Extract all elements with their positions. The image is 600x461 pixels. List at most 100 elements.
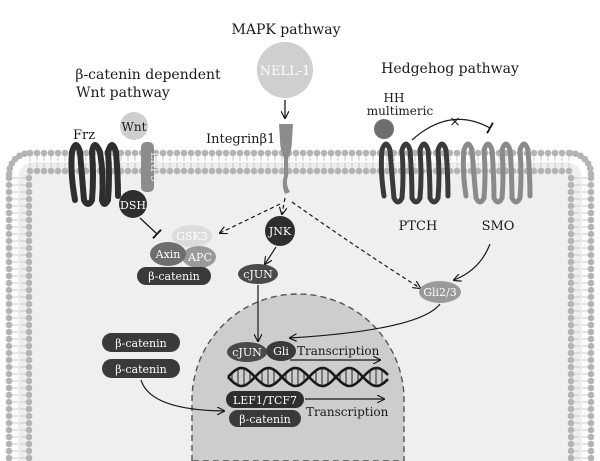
lipid-head [25, 342, 33, 350]
lipid-head [5, 286, 13, 294]
lipid-head [355, 149, 363, 157]
lipid-head [5, 335, 13, 343]
lipid-head [25, 433, 33, 441]
lipid-head [334, 149, 342, 157]
lipid-head [567, 419, 575, 427]
lef-tcf-label: LEF1/TCF7 [233, 394, 297, 407]
lipid-head [25, 377, 33, 385]
lipid-head [587, 377, 595, 385]
lipid-head [5, 293, 13, 301]
bcat-nucleus-pill [229, 410, 301, 427]
lipid-head [16, 152, 23, 160]
lipid-head [131, 167, 139, 175]
ptch-label: PTCH [399, 219, 438, 234]
lrp5-label: LRP5 [148, 152, 161, 182]
lipid-head [587, 342, 595, 350]
lipid-head [5, 342, 13, 350]
lipid-head [565, 167, 573, 175]
lipid-head [40, 149, 48, 157]
lipid-head [25, 419, 33, 427]
lipid-head [152, 167, 160, 175]
smo-receptor [460, 141, 533, 205]
lipid-head [131, 149, 139, 157]
lipid-head [21, 150, 28, 158]
lipid-head [25, 405, 33, 413]
lipid-head [474, 167, 482, 175]
lipid-head [5, 391, 13, 399]
destruction-complex: GSK3 APC Axin β-catenin [137, 225, 216, 285]
gli-nucleus [266, 341, 296, 361]
lipid-head [117, 149, 125, 157]
lipid-head [264, 167, 272, 175]
bcat-complex-pill [137, 267, 211, 285]
lipid-head [25, 251, 33, 259]
lipid-head [587, 181, 595, 189]
lipid-head [369, 167, 377, 175]
lipid-head [25, 454, 33, 461]
lipid-head [236, 149, 244, 157]
lipid-head [567, 454, 575, 461]
bcat-complex-label: β-catenin [148, 270, 199, 283]
lipid-head [25, 356, 33, 364]
lipid-head [567, 195, 575, 203]
lipid-head [474, 149, 482, 157]
lipid-head [25, 174, 33, 182]
lipid-head [5, 356, 13, 364]
lipid-head [567, 384, 575, 392]
lipid-head [587, 188, 595, 196]
lipid-head [25, 279, 33, 287]
lipid-head [40, 167, 48, 175]
lipid-head [587, 293, 595, 301]
lipid-head [25, 398, 33, 406]
lipid-head [25, 216, 33, 224]
lipid-head [5, 244, 13, 252]
lipid-head [537, 167, 545, 175]
lipid-head [341, 167, 349, 175]
lipid-head [5, 265, 13, 273]
lipid-head [587, 412, 595, 420]
lipid-head [187, 149, 195, 157]
lipid-head [222, 167, 230, 175]
lipid-head [215, 149, 223, 157]
lipid-head [567, 244, 575, 252]
lipid-head [25, 391, 33, 399]
lipid-head [5, 209, 13, 217]
lipid-head [159, 149, 167, 157]
lipid-head [264, 149, 272, 157]
transcription2-label: Transcription [306, 405, 389, 419]
lipid-head [587, 370, 595, 378]
lipid-head [5, 370, 13, 378]
lipid-head [587, 286, 595, 294]
bcat-free-2-label: β-catenin [115, 363, 166, 376]
lipid-head [313, 167, 321, 175]
lipid-head [25, 237, 33, 245]
lipid-head [369, 149, 377, 157]
lipid-head [5, 412, 13, 420]
lipid-head [544, 149, 552, 157]
lipid-head [82, 149, 90, 157]
lipid-head [5, 237, 13, 245]
lipid-head [5, 321, 13, 329]
lipid-head [587, 202, 595, 210]
lipid-head [327, 149, 335, 157]
lipid-head [567, 258, 575, 266]
dsh-protein [119, 190, 147, 218]
lipid-head [5, 202, 13, 210]
lipid-head [587, 170, 595, 178]
lipid-head [25, 181, 33, 189]
lipid-head [567, 209, 575, 217]
lipid-head [567, 412, 575, 420]
lipid-head [313, 149, 321, 157]
lipid-head [54, 167, 62, 175]
lipid-head [25, 370, 33, 378]
apc-label: APC [187, 251, 212, 264]
lipid-head [5, 363, 13, 371]
wnt-label: Wnt [122, 120, 147, 134]
lipid-head [567, 314, 575, 322]
lipid-head [5, 251, 13, 259]
lipid-head [5, 216, 13, 224]
ptch-receptor [378, 141, 451, 205]
gsk3-protein [172, 225, 212, 247]
lipid-head [567, 307, 575, 315]
lipid-head [5, 419, 13, 427]
